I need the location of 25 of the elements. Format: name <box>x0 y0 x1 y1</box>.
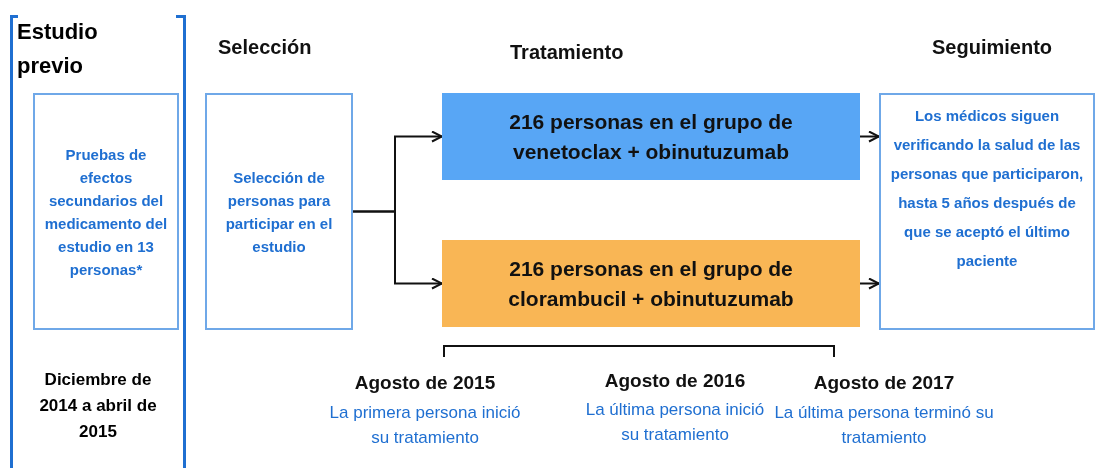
process-box <box>205 93 353 330</box>
section-heading: Estudio previo <box>17 18 99 80</box>
date-label: Agosto de 2017 <box>812 371 956 395</box>
box-text: 216 personas en el grupo de venetoclax + obinutuzumab <box>508 108 794 165</box>
milestone-note: La última persona terminó su tratamiento <box>773 402 995 449</box>
milestone-note: La primera persona inició su tratamiento <box>328 402 522 449</box>
bracket-panel <box>10 15 186 468</box>
date-range: Diciembre de 2014 a abril de 2015 <box>38 369 158 443</box>
process-box <box>33 93 179 330</box>
date-label: Agosto de 2016 <box>603 369 747 393</box>
process-box <box>879 93 1095 330</box>
box-text: Pruebas de efectos secundarios del medicamento del estudio en 13 personas* <box>43 144 169 280</box>
section-heading: Tratamiento <box>510 40 625 65</box>
arrow <box>859 277 880 290</box>
date-label: Agosto de 2015 <box>353 371 497 395</box>
box-text: Selección de personas para participar en el estudio <box>224 167 334 257</box>
arrow <box>859 130 880 143</box>
box-text: Los médicos siguen verificando la salud de las personas que participaron, hasta 5 años después de que se aceptó el último paciente <box>889 106 1085 271</box>
arrow <box>352 210 443 290</box>
section-heading: Seguimiento <box>932 35 1053 60</box>
section-heading: Selección <box>218 35 313 60</box>
group-box <box>442 240 860 327</box>
milestone-note: La última persona inició su tratamiento <box>584 399 766 446</box>
box-text: 216 personas en el grupo de clorambucil + obinutuzumab <box>507 255 795 312</box>
group-box <box>442 93 860 180</box>
